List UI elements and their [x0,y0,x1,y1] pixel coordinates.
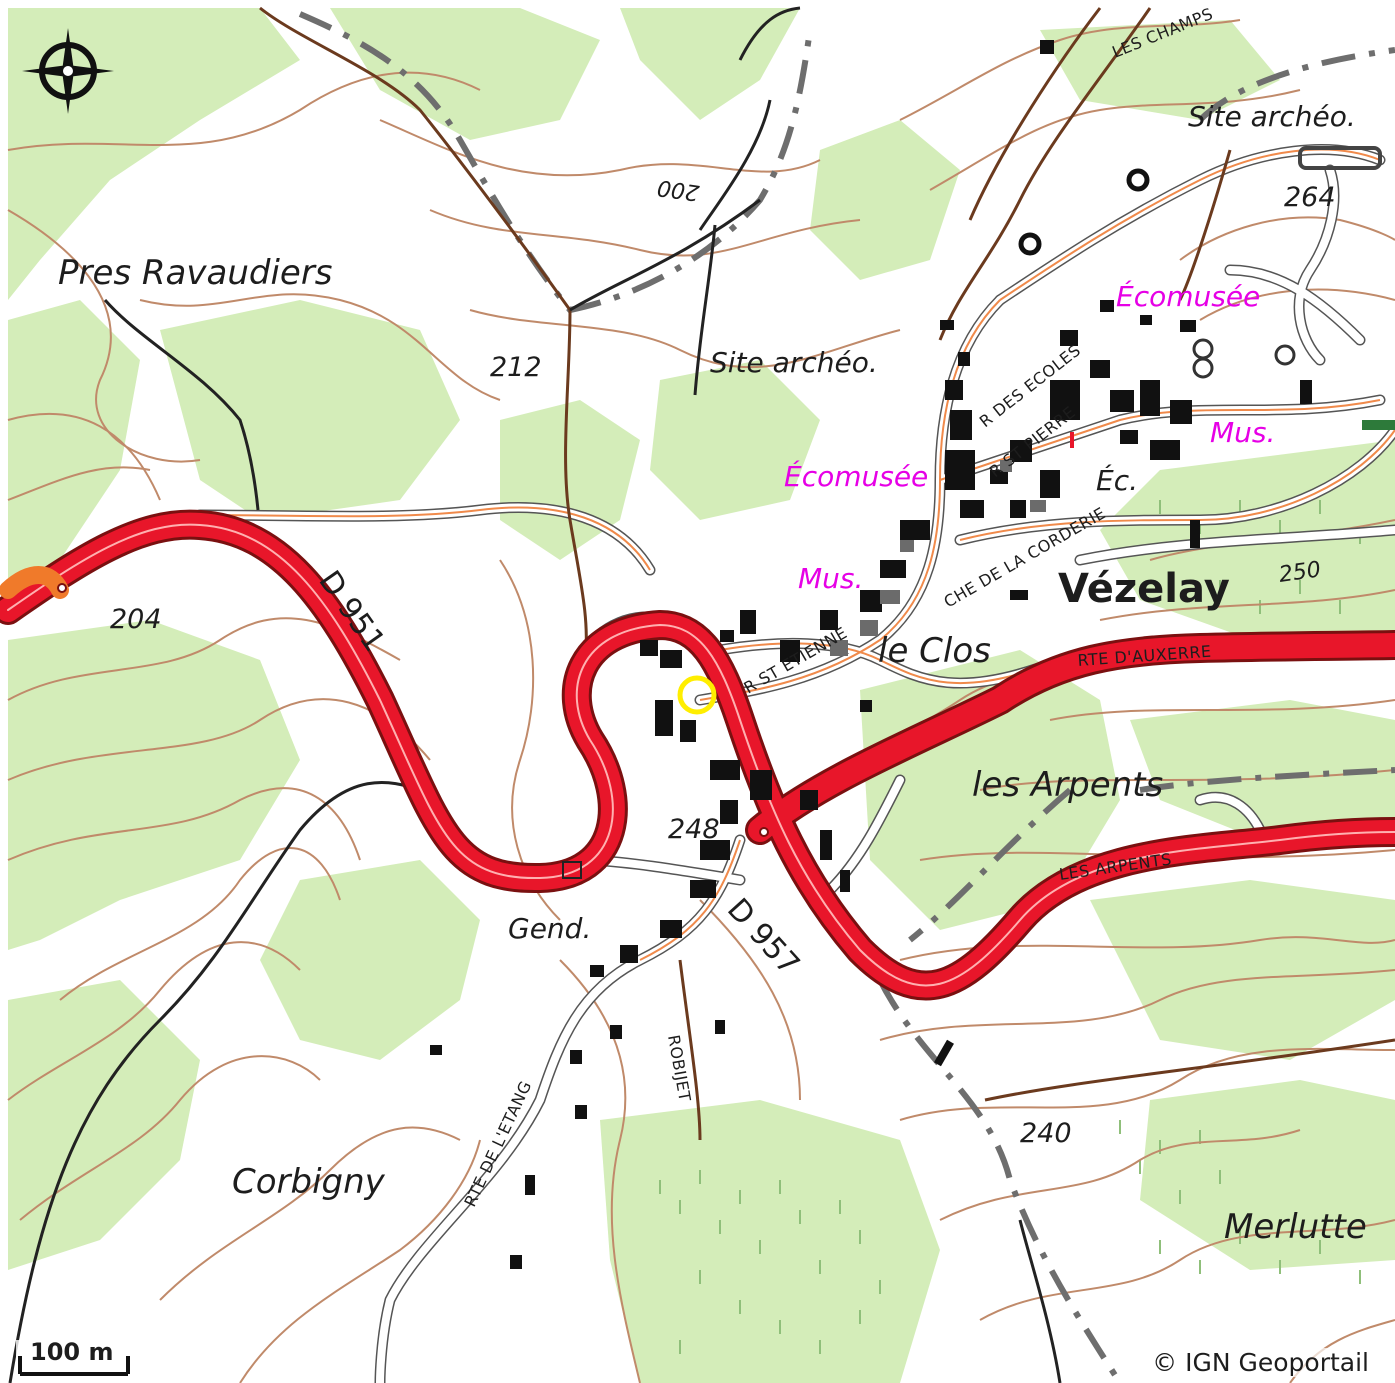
place-label-les-arpents: les Arpents [972,765,1163,805]
poi-ecomusee-west: Écomusée [784,459,928,493]
place-label-le-clos: le Clos [878,631,991,671]
elevation-204: 204 [110,604,162,635]
elevation-212: 212 [490,352,542,383]
map-symbols [57,146,1395,879]
attribution-text: © IGN Geoportail [1148,1348,1373,1377]
scale-bar [10,1336,130,1376]
poi-gendarmerie: Gend. [508,912,591,945]
scale-label: 100 m [30,1338,114,1366]
poi-museum-east: Mus. [1210,416,1275,449]
place-label-vezelay: Vézelay [1058,566,1230,612]
minor-roads [194,144,1395,1383]
contour-label-200: 200 [656,174,701,205]
gray-buildings [830,460,1046,656]
elevation-264: 264 [1284,182,1336,213]
poi-museum: Mus. [798,562,863,595]
street-label-rte-etang: RTE DE L'ETANG [460,1078,535,1210]
elevation-248: 248 [668,814,720,845]
poi-site-archeo: Site archéo. [710,346,878,379]
poi-site-archeo-east: Site archéo. [1188,100,1356,133]
main-roads [0,509,1395,1001]
contour-label-250: 250 [1277,557,1322,588]
place-label-corbigny: Corbigny [232,1162,386,1202]
place-label-pres-ravaudiers: Pres Ravaudiers [58,253,333,293]
elevation-240: 240 [1020,1118,1072,1149]
tracks [8,6,1395,1383]
poi-school: Éc. [1096,463,1138,497]
poi-ecomusee: Écomusée [1116,279,1260,313]
place-label-merlutte: Merlutte [1224,1207,1367,1247]
compass-rose-icon[interactable] [18,26,118,116]
buildings [430,40,1312,1269]
location-marker-icon[interactable] [677,675,717,715]
